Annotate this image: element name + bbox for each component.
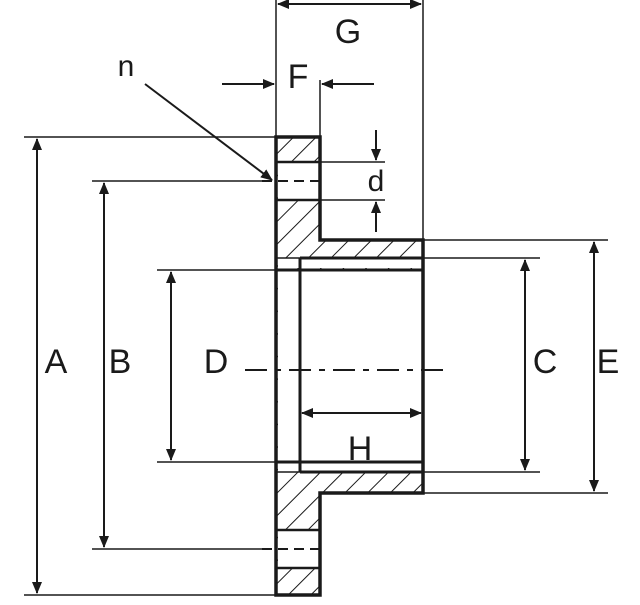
center-lines — [245, 180, 445, 550]
label-A: A — [45, 343, 68, 381]
dimension-lines — [32, 0, 599, 594]
label-E: E — [597, 343, 620, 381]
label-H: H — [348, 430, 373, 468]
label-d: d — [368, 165, 385, 198]
label-n: n — [118, 50, 135, 83]
dimension-labels: A B D C E G F H n d — [45, 13, 620, 468]
extension-lines — [24, 0, 608, 596]
label-G: G — [335, 13, 361, 51]
label-C: C — [533, 343, 558, 381]
flange-section — [274, 135, 425, 597]
label-F: F — [288, 58, 309, 96]
label-B: B — [109, 343, 132, 381]
label-D: D — [204, 343, 229, 381]
n-leader-line — [144, 83, 273, 181]
